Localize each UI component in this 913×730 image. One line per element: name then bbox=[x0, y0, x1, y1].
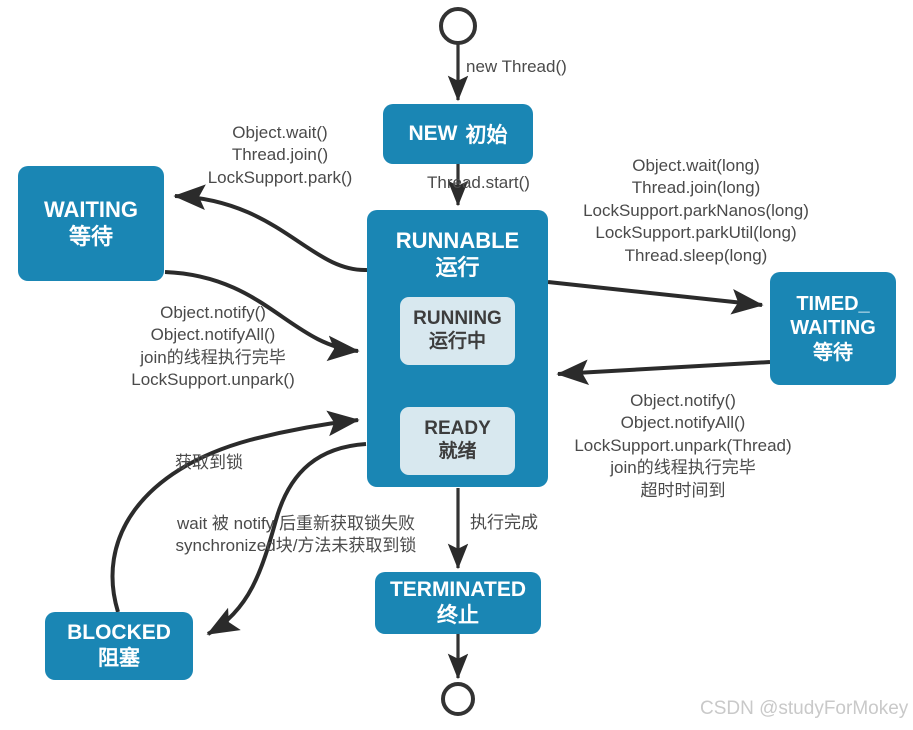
state-running[interactable]: RUNNING 运行中 bbox=[400, 297, 515, 365]
state-terminated-label-en: TERMINATED bbox=[389, 578, 527, 602]
label-runnable-to-blocked: wait 被 notify 后重新获取锁失败 synchronized块/方法未… bbox=[146, 513, 446, 558]
label-runnable-to-timed-waiting-line-1: Thread.join(long) bbox=[631, 178, 761, 198]
label-waiting-to-runnable-line-1: Object.notifyAll() bbox=[150, 325, 276, 345]
state-runnable-label-en: RUNNABLE bbox=[395, 228, 520, 253]
state-timed-waiting-label-en2: WAITING bbox=[790, 317, 876, 340]
label-timed-waiting-to-runnable-line-3: join的线程执行完毕 bbox=[610, 458, 756, 478]
label-runnable-to-timed-waiting-line-2: LockSupport.parkNanos(long) bbox=[583, 200, 809, 220]
label-runnable-to-waiting-line-0: Object.wait() bbox=[232, 123, 328, 142]
label-timed-waiting-to-runnable-line-4: 超时时间到 bbox=[640, 480, 726, 500]
state-running-label-en: RUNNING bbox=[413, 308, 502, 330]
label-runnable-to-waiting-line-2: LockSupport.park() bbox=[207, 167, 353, 187]
label-blocked-to-runnable: 获取到锁 bbox=[155, 452, 263, 474]
state-new-label-en: NEW bbox=[434, 121, 483, 147]
edge-runnable-to-waiting bbox=[173, 184, 368, 273]
state-running-label-zh: 运行中 bbox=[428, 331, 486, 352]
state-ready-label-zh: 就绪 bbox=[438, 441, 477, 462]
end-node-circle bbox=[441, 682, 475, 716]
label-waiting-to-runnable-line-3: LockSupport.unpark() bbox=[131, 370, 295, 390]
state-waiting-label-zh: 等待 bbox=[68, 223, 113, 249]
label-blocked-to-runnable-line-0: 获取到锁 bbox=[175, 453, 243, 472]
label-new-to-runnable: Thread.start() bbox=[427, 172, 530, 194]
label-timed-waiting-to-runnable: Object.notify() Object.notifyAll() LockS… bbox=[551, 390, 815, 502]
label-start-to-new: new Thread() bbox=[466, 56, 567, 78]
label-runnable-to-timed-waiting: Object.wait(long) Thread.join(long) Lock… bbox=[549, 155, 843, 267]
edge-runnable-to-timed-waiting bbox=[547, 280, 764, 315]
state-blocked[interactable]: BLOCKED 阻塞 bbox=[45, 612, 193, 680]
state-blocked-label-en: BLOCKED bbox=[67, 621, 171, 645]
label-waiting-to-runnable: Object.notify() Object.notifyAll() join的… bbox=[102, 302, 324, 392]
label-new-to-runnable-line-0: Thread.start() bbox=[427, 173, 530, 192]
state-terminated-label-zh: 终止 bbox=[437, 604, 479, 627]
state-blocked-label-zh: 阻塞 bbox=[98, 647, 140, 670]
state-new[interactable]: NEW bbox=[383, 104, 533, 164]
start-node-circle bbox=[439, 7, 477, 45]
label-runnable-to-terminated: 执行完成 bbox=[470, 512, 538, 534]
label-timed-waiting-to-runnable-line-2: LockSupport.unpark(Thread) bbox=[574, 435, 792, 455]
label-timed-waiting-to-runnable-line-1: Object.notifyAll() bbox=[620, 413, 746, 433]
label-runnable-to-blocked-line-0: wait 被 notify 后重新获取锁失败 bbox=[176, 514, 416, 533]
label-runnable-to-blocked-line-1: synchronized块/方法未获取到锁 bbox=[175, 536, 417, 556]
label-runnable-to-terminated-line-0: 执行完成 bbox=[470, 513, 538, 532]
watermark: CSDN @studyForMokey bbox=[700, 698, 909, 719]
state-waiting-label-en: WAITING bbox=[43, 196, 139, 222]
label-waiting-to-runnable-line-0: Object.notify() bbox=[160, 303, 266, 322]
state-timed-waiting[interactable]: TIMED_ WAITING 等待 bbox=[770, 272, 896, 385]
state-runnable-label-zh: 运行 bbox=[435, 254, 480, 280]
edge-timed-waiting-to-runnable bbox=[556, 359, 771, 386]
label-start-to-new-line-0: new Thread() bbox=[466, 57, 567, 76]
label-runnable-to-waiting-line-1: Thread.join() bbox=[231, 145, 329, 165]
state-waiting[interactable]: WAITING 等待 bbox=[18, 166, 164, 281]
label-runnable-to-timed-waiting-line-4: Thread.sleep(long) bbox=[624, 245, 768, 265]
label-waiting-to-runnable-line-2: join的线程执行完毕 bbox=[140, 347, 286, 367]
state-ready-label-en: READY bbox=[424, 418, 491, 440]
label-runnable-to-timed-waiting-line-0: Object.wait(long) bbox=[632, 156, 760, 175]
state-timed-waiting-label-zh: 等待 bbox=[813, 341, 853, 364]
state-terminated[interactable]: TERMINATED 终止 bbox=[375, 572, 541, 634]
state-timed-waiting-label-en: TIMED_ bbox=[796, 292, 870, 315]
label-runnable-to-timed-waiting-line-3: LockSupport.parkUtil(long) bbox=[595, 223, 797, 243]
label-runnable-to-waiting: Object.wait() Thread.join() LockSupport.… bbox=[196, 122, 364, 189]
label-timed-waiting-to-runnable-line-0: Object.notify() bbox=[630, 391, 736, 410]
state-ready[interactable]: READY 就绪 bbox=[400, 407, 515, 475]
